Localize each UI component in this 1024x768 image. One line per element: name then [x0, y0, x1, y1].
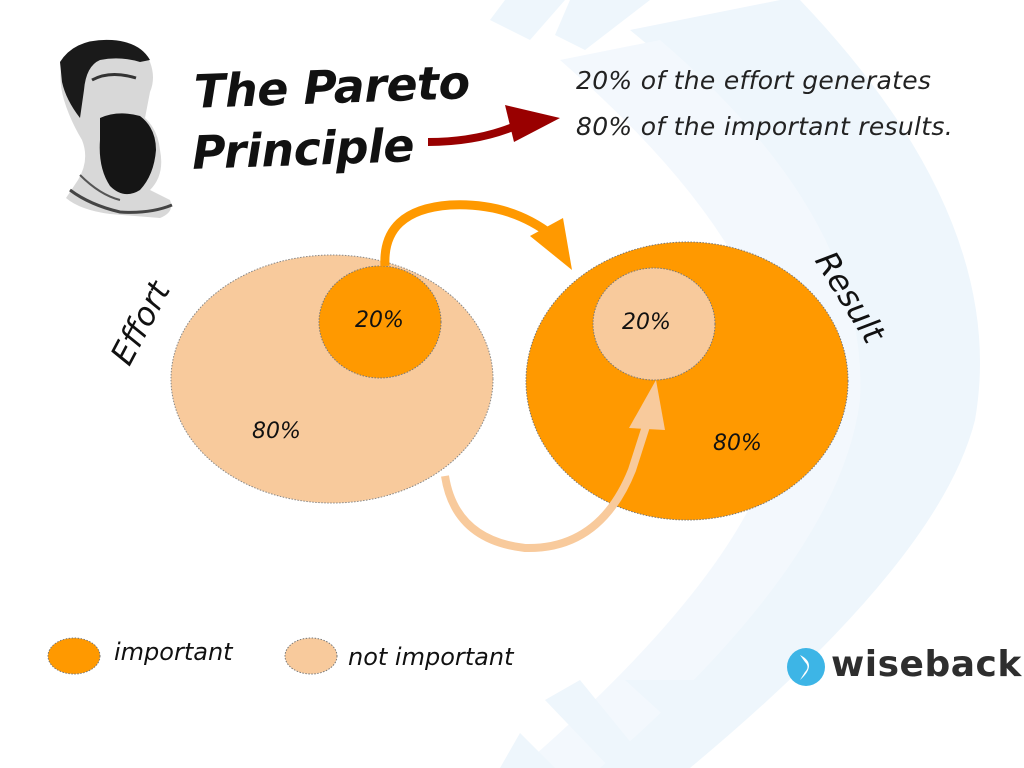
boomerang-icon: [787, 648, 825, 686]
result-outer-pct: 80%: [713, 431, 762, 456]
result-circle: [525, 241, 849, 521]
quote-line1: 20% of the effort generates: [576, 66, 932, 95]
quote-line2: 80% of the important results.: [576, 112, 953, 141]
legend-label-important: important: [114, 638, 233, 666]
wiseback-logo: wiseback: [831, 644, 1022, 685]
effort-outer-pct: 80%: [252, 419, 301, 444]
legend-label-not-important: not important: [348, 643, 514, 671]
legend-swatch-not-important: [284, 637, 338, 675]
effort-circle: [170, 254, 494, 504]
result-inner-pct: 20%: [622, 310, 671, 335]
legend-swatch-important: [47, 637, 101, 675]
effort-inner-pct: 20%: [355, 308, 404, 333]
page-title-line2: Principle: [191, 118, 415, 180]
page-title-line1: The Pareto: [193, 55, 471, 119]
result-label: Result: [807, 244, 893, 350]
red-arrow-icon: [427, 105, 560, 146]
not-important-flow-arrow-icon: [441, 380, 665, 553]
portrait-icon: [60, 39, 173, 218]
effort-label: Effort: [102, 274, 178, 372]
important-flow-arrow-icon: [380, 200, 572, 270]
